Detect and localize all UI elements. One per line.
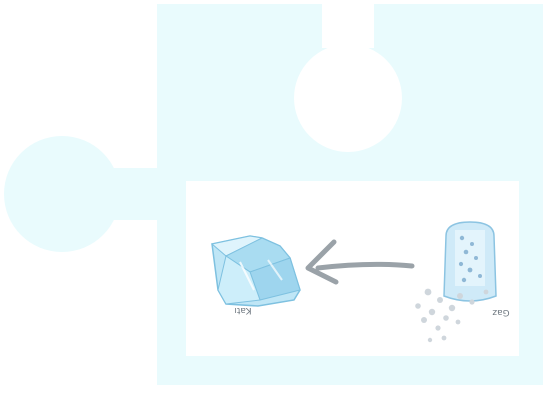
gas-label: Gaz <box>486 307 516 317</box>
solid-label: Katı <box>223 305 263 315</box>
